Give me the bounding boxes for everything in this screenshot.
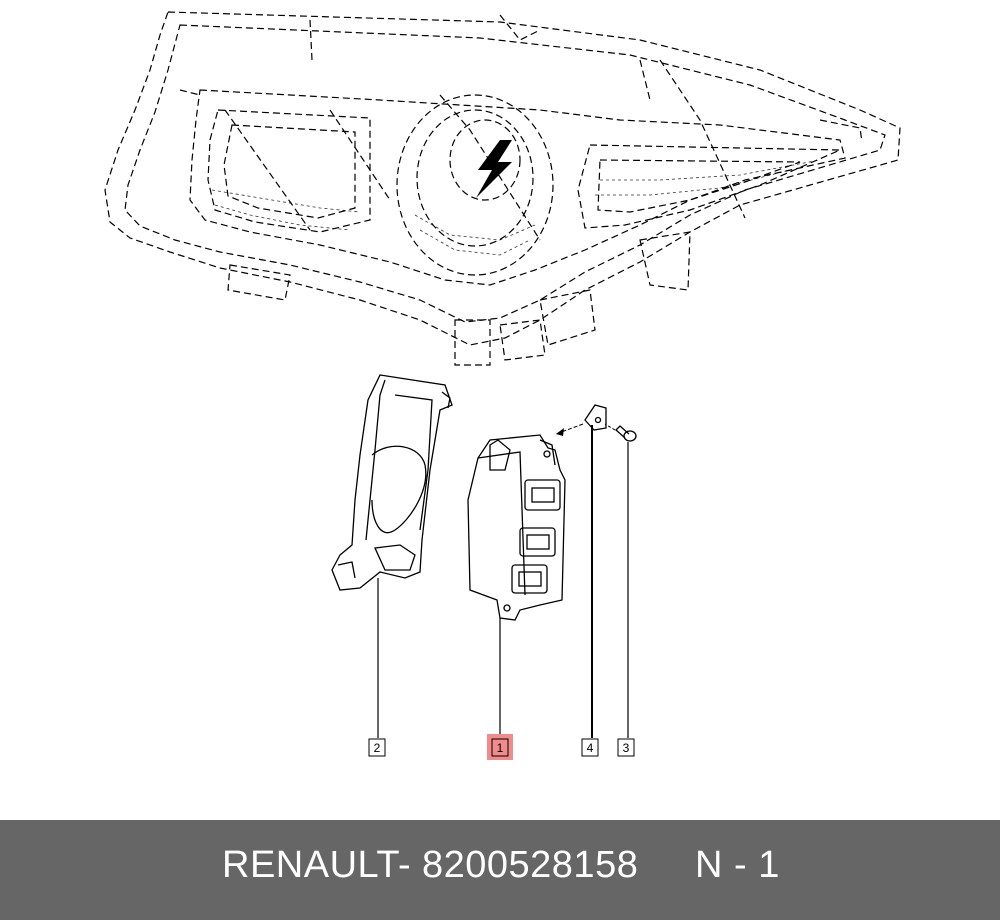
callout-label: 3 [623, 741, 630, 755]
footer-bar: RENAULT - 8200528158 N - 1 [0, 820, 1000, 920]
clip-part-4 [584, 404, 607, 431]
callout-4: 4 [581, 738, 599, 757]
arrow-head-icon [556, 428, 564, 436]
leader-lines [377, 425, 629, 738]
separator: - [398, 844, 412, 886]
headlight-assembly-outline [104, 11, 901, 366]
screw-part-3 [615, 425, 637, 442]
callout-label: 2 [374, 741, 381, 755]
position-code: N - 1 [695, 844, 780, 886]
control-module-part-1 [467, 434, 566, 621]
arrow-icon [604, 423, 616, 431]
callout-1: 1 [487, 734, 513, 760]
lightning-bolt-icon [476, 140, 512, 198]
parts-diagram: 2 1 4 3 [104, 11, 901, 760]
callout-3: 3 [617, 738, 635, 757]
bracket-part-2 [331, 374, 453, 591]
callout-label: 1 [497, 741, 504, 755]
headlight-hatching [211, 159, 821, 256]
part-number: 8200528158 [422, 844, 639, 886]
callout-2: 2 [368, 738, 386, 757]
callout-label: 4 [587, 741, 594, 755]
arrow-icon [555, 423, 584, 435]
brand-name: RENAULT [222, 844, 401, 886]
